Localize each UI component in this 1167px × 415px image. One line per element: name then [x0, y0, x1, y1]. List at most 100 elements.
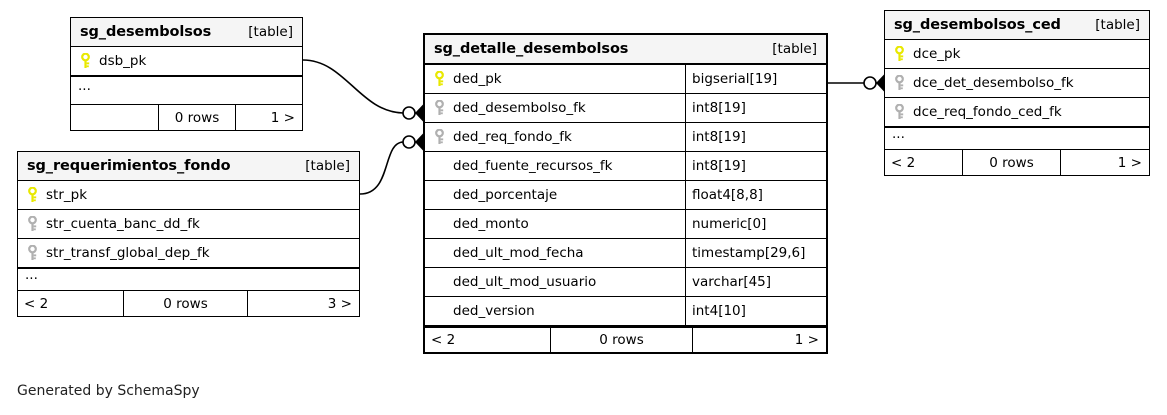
column-name: ded_monto	[453, 216, 529, 232]
foreign-key-icon	[894, 75, 913, 91]
table-header: sg_desembolsos [table]	[71, 18, 302, 47]
table-title: sg_desembolsos_ced	[894, 17, 1061, 33]
column-type: float4[8,8]	[685, 181, 826, 209]
footer-parents-count[interactable]	[71, 105, 158, 130]
column-row[interactable]: ded_fuente_recursos_fk int8[19]	[425, 152, 826, 181]
table-header: sg_desembolsos_ced [table]	[885, 11, 1149, 40]
column-type: timestamp[29,6]	[685, 239, 826, 267]
column-name: ded_version	[453, 303, 535, 319]
table-footer: 0 rows 1 >	[71, 105, 302, 130]
column-name: str_cuenta_banc_dd_fk	[46, 216, 200, 232]
table-header: sg_detalle_desembolsos [table]	[425, 35, 826, 65]
footer-parents-count[interactable]: < 2	[891, 154, 916, 171]
footer-row-count: 0 rows	[550, 328, 693, 352]
footer-row-count: 0 rows	[158, 105, 236, 130]
table-type-tag: [table]	[248, 24, 293, 40]
column-name: str_pk	[46, 187, 88, 203]
more-columns-row: ...	[71, 76, 302, 105]
column-name-cell: dce_det_desembolso_fk	[885, 69, 1149, 97]
column-name-cell: ded_porcentaje	[425, 181, 685, 209]
column-name-cell: str_pk	[18, 181, 359, 209]
table-title: sg_desembolsos	[80, 24, 212, 40]
foreign-key-icon	[894, 104, 913, 120]
column-row[interactable]: ded_porcentaje float4[8,8]	[425, 181, 826, 210]
column-name-cell: ded_version	[425, 297, 685, 325]
column-row[interactable]: ded_req_fondo_fk int8[19]	[425, 123, 826, 152]
generated-by-caption: Generated by SchemaSpy	[17, 383, 200, 399]
table-title: sg_detalle_desembolsos	[434, 41, 629, 57]
column-name: dce_det_desembolso_fk	[913, 75, 1074, 91]
column-row[interactable]: str_transf_global_dep_fk	[18, 239, 359, 268]
column-row[interactable]: ded_pk bigserial[19]	[425, 65, 826, 94]
column-row[interactable]: ded_version int4[10]	[425, 297, 826, 326]
column-name: dsb_pk	[99, 53, 147, 69]
table-sg-detalle-desembolsos[interactable]: sg_detalle_desembolsos [table] ded_pk bi…	[423, 33, 828, 354]
column-name-cell: ded_monto	[425, 210, 685, 238]
footer-parents-count[interactable]: < 2	[431, 332, 456, 348]
column-row[interactable]: str_cuenta_banc_dd_fk	[18, 210, 359, 239]
column-row[interactable]: ded_ult_mod_fecha timestamp[29,6]	[425, 239, 826, 268]
column-type: int8[19]	[685, 123, 826, 151]
footer-children-count[interactable]: 1 >	[270, 109, 295, 126]
foreign-key-icon	[434, 100, 453, 116]
column-row[interactable]: dce_pk	[885, 40, 1149, 69]
footer-children-count[interactable]: 3 >	[327, 295, 352, 312]
primary-key-icon	[80, 53, 99, 69]
table-title: sg_requerimientos_fondo	[27, 158, 231, 174]
column-name-cell: ded_pk	[425, 65, 685, 93]
column-name: ded_porcentaje	[453, 187, 558, 203]
column-row[interactable]: dce_req_fondo_ced_fk	[885, 98, 1149, 127]
more-columns-row: ...	[18, 268, 359, 291]
column-name-cell: ded_desembolso_fk	[425, 94, 685, 122]
column-name-cell: str_cuenta_banc_dd_fk	[18, 210, 359, 238]
column-name-cell: str_transf_global_dep_fk	[18, 239, 359, 267]
table-type-tag: [table]	[1095, 17, 1140, 33]
table-type-tag: [table]	[305, 158, 350, 174]
column-name-cell: dce_pk	[885, 40, 1149, 68]
column-name: ded_ult_mod_usuario	[453, 274, 597, 290]
relationship-detalle-ced	[828, 74, 885, 92]
ellipsis: ...	[25, 267, 38, 284]
column-row[interactable]: str_pk	[18, 181, 359, 210]
table-header: sg_requerimientos_fondo [table]	[18, 152, 359, 181]
column-name-cell: dce_req_fondo_ced_fk	[885, 98, 1149, 126]
table-sg-desembolsos[interactable]: sg_desembolsos [table] dsb_pk ...	[70, 17, 303, 131]
table-footer: < 2 0 rows 1 >	[425, 326, 826, 352]
table-sg-desembolsos-ced[interactable]: sg_desembolsos_ced [table] dce_pk	[884, 10, 1150, 176]
column-row[interactable]: dce_det_desembolso_fk	[885, 69, 1149, 98]
footer-row-count: 0 rows	[962, 150, 1061, 175]
column-type: varchar[45]	[685, 268, 826, 296]
column-name-cell: dsb_pk	[71, 47, 302, 75]
column-name-cell: ded_fuente_recursos_fk	[425, 152, 685, 180]
column-type: int8[19]	[685, 152, 826, 180]
column-row[interactable]: ded_monto numeric[0]	[425, 210, 826, 239]
column-row[interactable]: ded_ult_mod_usuario varchar[45]	[425, 268, 826, 297]
column-name-cell: ded_ult_mod_usuario	[425, 268, 685, 296]
primary-key-icon	[27, 187, 46, 203]
table-type-tag: [table]	[772, 41, 817, 57]
column-row[interactable]: dsb_pk	[71, 47, 302, 76]
column-type: bigserial[19]	[685, 65, 826, 93]
footer-row-count: 0 rows	[123, 291, 248, 316]
foreign-key-icon	[27, 216, 46, 232]
primary-key-icon	[434, 71, 453, 87]
column-name-cell: ded_req_fondo_fk	[425, 123, 685, 151]
primary-key-icon	[894, 46, 913, 62]
column-name: ded_ult_mod_fecha	[453, 245, 584, 261]
column-type: int4[10]	[685, 297, 826, 325]
column-row[interactable]: ded_desembolso_fk int8[19]	[425, 94, 826, 123]
ellipsis: ...	[892, 126, 905, 143]
table-sg-requerimientos-fondo[interactable]: sg_requerimientos_fondo [table] str_pk	[17, 151, 360, 317]
relationship-desembolsos-detalle	[302, 59, 424, 122]
relationship-requerimientos-detalle	[359, 133, 424, 195]
column-name: ded_pk	[453, 71, 502, 87]
column-name: str_transf_global_dep_fk	[46, 245, 210, 261]
footer-children-count[interactable]: 1 >	[794, 332, 819, 348]
column-name-cell: ded_ult_mod_fecha	[425, 239, 685, 267]
column-name: dce_req_fondo_ced_fk	[913, 104, 1062, 120]
footer-children-count[interactable]: 1 >	[1117, 154, 1142, 171]
ellipsis: ...	[78, 78, 91, 95]
footer-parents-count[interactable]: < 2	[24, 295, 49, 312]
column-type: numeric[0]	[685, 210, 826, 238]
